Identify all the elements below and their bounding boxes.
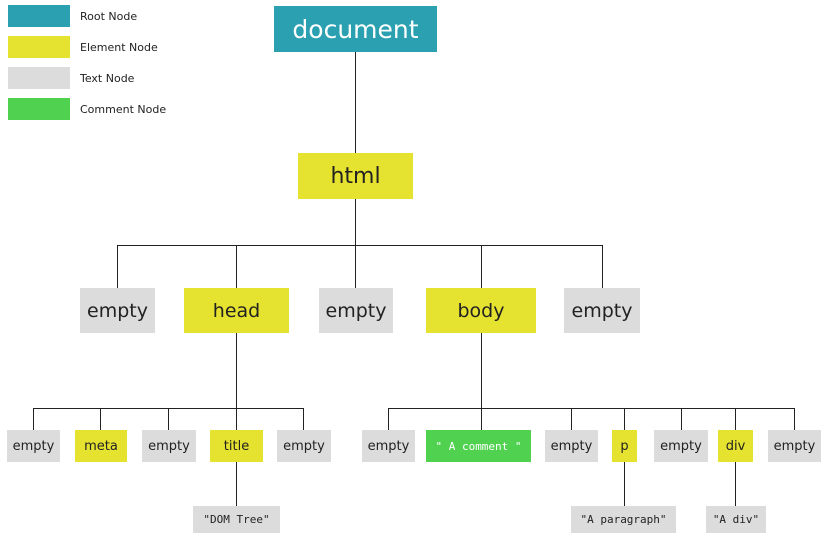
node-text-dom-tree: "DOM Tree" [193,506,280,533]
node-empty: empty [362,430,415,462]
legend-swatch-element [8,36,70,58]
node-comment: " A comment " [426,430,531,462]
node-html: html [298,153,413,199]
legend-item-comment: Comment Node [8,98,166,120]
node-empty: empty [319,288,393,333]
node-text-a-paragraph: "A paragraph" [571,506,676,533]
legend-label-root: Root Node [80,9,138,23]
legend-swatch-root [8,5,70,27]
legend-label-comment: Comment Node [80,102,167,116]
legend-item-text: Text Node [8,67,134,89]
node-title: title [210,430,263,462]
legend-swatch-text [8,67,70,89]
legend-item-root: Root Node [8,5,137,27]
node-empty: empty [654,430,708,462]
node-body: body [426,288,536,333]
node-empty: empty [768,430,821,462]
node-head: head [184,288,289,333]
node-text-a-div: "A div" [706,506,766,533]
node-document: document [274,6,437,52]
legend-label-text: Text Node [80,71,135,85]
node-empty: empty [80,288,155,333]
legend-label-element: Element Node [80,40,158,54]
node-p: p [612,430,637,462]
legend-swatch-comment [8,98,70,120]
node-empty: empty [545,430,598,462]
node-empty: empty [7,430,60,462]
node-empty: empty [142,430,196,462]
node-meta: meta [75,430,127,462]
node-empty: empty [564,288,640,333]
node-empty: empty [277,430,331,462]
node-div: div [718,430,753,462]
legend-item-element: Element Node [8,36,158,58]
